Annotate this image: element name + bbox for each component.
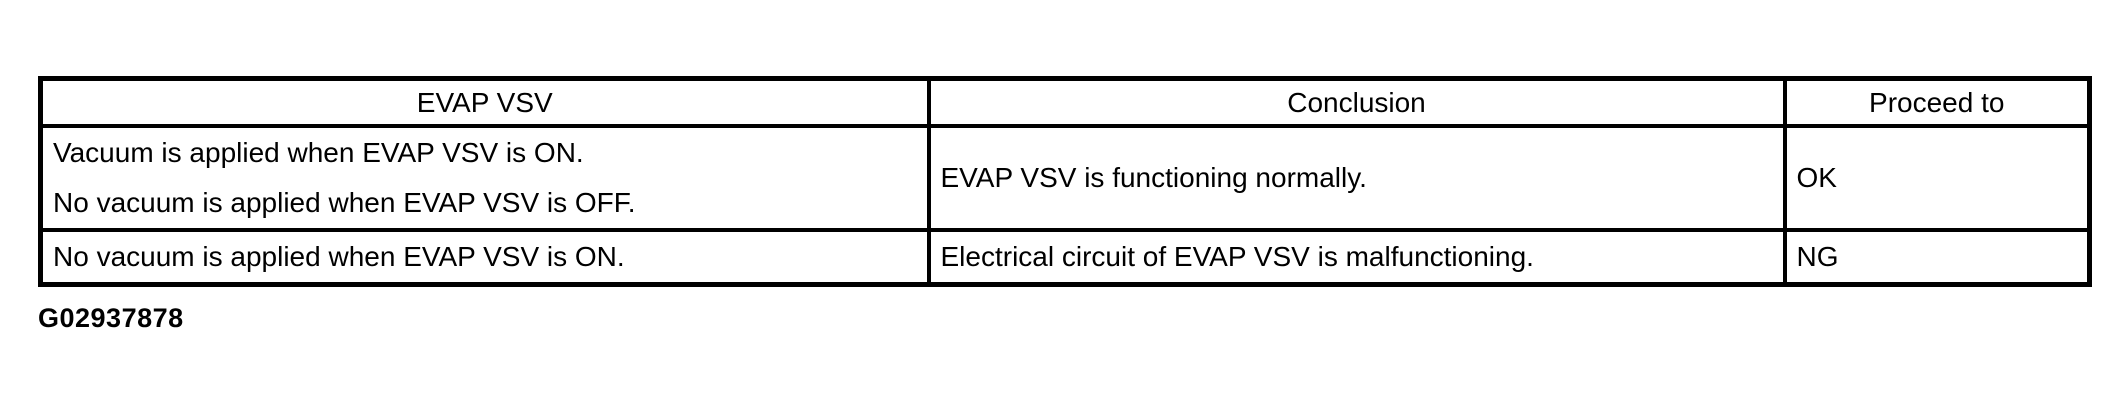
cell-conclusion: EVAP VSV is functioning normally. (926, 124, 1787, 232)
column-header-proceed-to: Proceed to (1782, 76, 2092, 128)
cell-proceed-to: NG (1782, 228, 2092, 287)
figure-id: G02937878 (38, 303, 184, 333)
evap-vsv-inspection-table: EVAP VSV Conclusion Proceed to Vacuum is… (38, 76, 2092, 287)
cell-evap-vsv-condition: No vacuum is applied when EVAP VSV is ON… (38, 228, 931, 287)
cell-proceed-to: OK (1782, 124, 2092, 232)
cell-conclusion: Electrical circuit of EVAP VSV is malfun… (926, 228, 1787, 287)
column-header-evap-vsv: EVAP VSV (38, 76, 931, 128)
condition-line: Vacuum is applied when EVAP VSV is ON. (53, 137, 584, 168)
condition-line: No vacuum is applied when EVAP VSV is ON… (53, 241, 625, 272)
cell-evap-vsv-condition: Vacuum is applied when EVAP VSV is ON. N… (38, 124, 931, 232)
table-header-row: EVAP VSV Conclusion Proceed to (38, 76, 2092, 128)
table-row: No vacuum is applied when EVAP VSV is ON… (38, 228, 2092, 287)
table-row: Vacuum is applied when EVAP VSV is ON. N… (38, 124, 2092, 232)
condition-line: No vacuum is applied when EVAP VSV is OF… (53, 187, 636, 218)
column-header-conclusion: Conclusion (926, 76, 1787, 128)
